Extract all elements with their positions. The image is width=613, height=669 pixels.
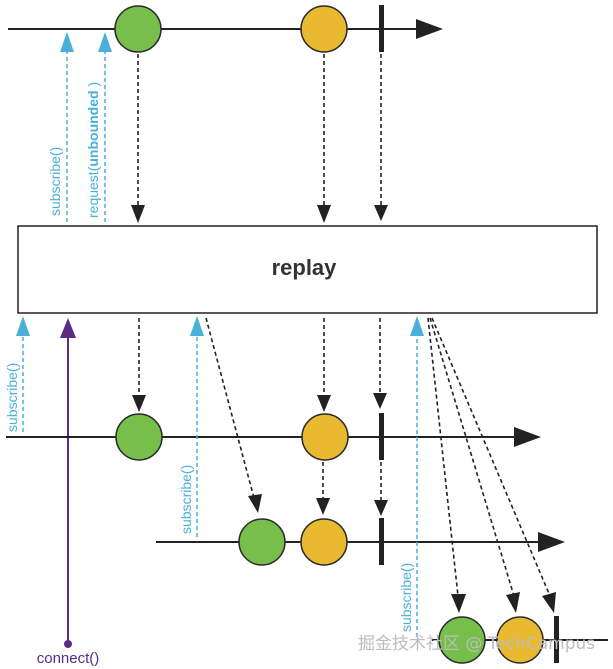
subscriber-1-subscribe-label: subscribe()	[4, 363, 20, 432]
source-emission-arrows	[137, 54, 382, 208]
subscriber-2-subscribe-label: subscribe()	[178, 465, 194, 534]
source-emission-arrowheads	[131, 205, 388, 223]
subscriber-2-emission-arrows	[205, 317, 382, 502]
subscriber-3-item-yellow	[496, 616, 544, 664]
subscriber-1-timeline	[6, 427, 541, 447]
source-completion-bar	[379, 5, 384, 52]
connect-label: connect()	[37, 650, 100, 667]
source-item-yellow	[300, 5, 348, 53]
subscriber-1-emission-arrows	[138, 318, 381, 398]
operator-box	[17, 225, 598, 314]
operator-label: replay	[272, 255, 338, 280]
source-request-arrow	[98, 32, 112, 222]
subscriber-3-emission-arrowheads	[451, 592, 556, 613]
subscriber-2-item-green	[238, 518, 286, 566]
subscriber-3-emission-arrows	[427, 317, 551, 597]
subscriber-2-item-yellow	[300, 518, 348, 566]
subscriber-2-completion-bar	[379, 518, 384, 565]
subscriber-2-subscribe-arrow	[190, 316, 204, 537]
source-request-label: request(unbounded )	[85, 82, 101, 218]
subscriber-3-subscribe-label: subscribe()	[398, 563, 414, 632]
subscriber-2-emission-arrowheads	[248, 494, 388, 516]
subscriber-1-completion-bar	[379, 413, 384, 460]
source-subscribe-label: subscribe()	[47, 147, 63, 216]
subscriber-2-timeline	[156, 532, 565, 552]
connect-arrow	[60, 318, 76, 648]
subscriber-1-item-yellow	[301, 413, 349, 461]
subscriber-3-subscribe-arrow	[410, 316, 424, 637]
subscriber-1-emission-arrowheads	[132, 393, 387, 412]
subscriber-1-item-green	[115, 413, 163, 461]
source-subscribe-arrow	[60, 32, 74, 222]
watermark-text: 掘金技术社区 @ TechCampus	[358, 634, 596, 654]
source-timeline	[8, 19, 443, 39]
subscriber-3-item-green	[438, 616, 486, 664]
subscriber-1-subscribe-arrow	[16, 316, 30, 432]
subscriber-3-completion-bar	[554, 616, 559, 663]
source-item-green	[114, 5, 162, 53]
